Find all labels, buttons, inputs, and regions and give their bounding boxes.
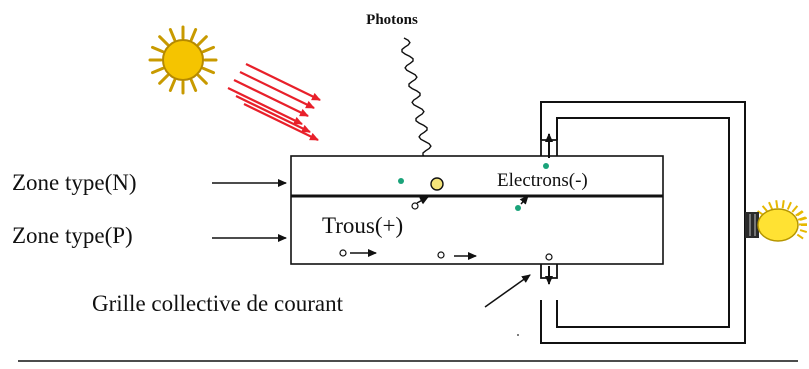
hole-at-collector (545, 253, 553, 261)
sun-ray (197, 35, 208, 46)
electrons-label: Electrons(-) (497, 170, 588, 191)
bulb-ray (791, 205, 799, 213)
sun-ray (201, 45, 215, 54)
sun-ray (158, 74, 169, 85)
grille-label: Grille collective de courant (92, 291, 344, 316)
zone-p-label: Zone type(P) (12, 223, 133, 248)
generated-hole (411, 202, 419, 210)
electron-arrow (519, 195, 529, 205)
trous-label: Trous(+) (322, 213, 403, 238)
light-ray (245, 63, 321, 101)
sun-ray (201, 66, 215, 75)
hole-arrow (416, 196, 429, 205)
hole-dot (339, 249, 347, 257)
photon-wave (401, 37, 435, 177)
solar-cell (290, 155, 664, 265)
hole-dot (437, 251, 445, 259)
bulb-ray (799, 216, 808, 221)
sun-ray (197, 74, 208, 85)
bulb-ray (768, 201, 774, 210)
electron-dot (515, 205, 521, 211)
sun-ray (168, 78, 177, 92)
bulb-ray (796, 210, 804, 217)
light-bulb-icon (745, 200, 808, 242)
sun-ray (158, 35, 169, 46)
electron-dot (398, 178, 404, 184)
sun-icon (148, 25, 218, 95)
bulb-ray (775, 200, 779, 209)
sun-ray (189, 28, 198, 42)
bulb-ray (786, 201, 792, 210)
bulb-ray (799, 229, 808, 234)
light-ray (235, 95, 311, 133)
light-rays (227, 63, 321, 141)
light-ray (233, 79, 309, 117)
sun-ray (151, 66, 165, 75)
electron-dot (543, 163, 549, 169)
sun-ray (151, 45, 165, 54)
zone-n-label: Zone type(N) (12, 170, 137, 195)
light-ray (239, 71, 315, 109)
sun-ray (168, 28, 177, 42)
sun-ray (189, 78, 198, 92)
grille-arrow (484, 274, 531, 308)
photons-label: Photons (366, 12, 418, 28)
bulb-ray (796, 233, 804, 240)
light-ray (227, 87, 303, 125)
photon-absorption (430, 177, 444, 191)
light-ray (243, 103, 319, 141)
bulb-ray (781, 200, 785, 209)
speck (517, 334, 519, 336)
